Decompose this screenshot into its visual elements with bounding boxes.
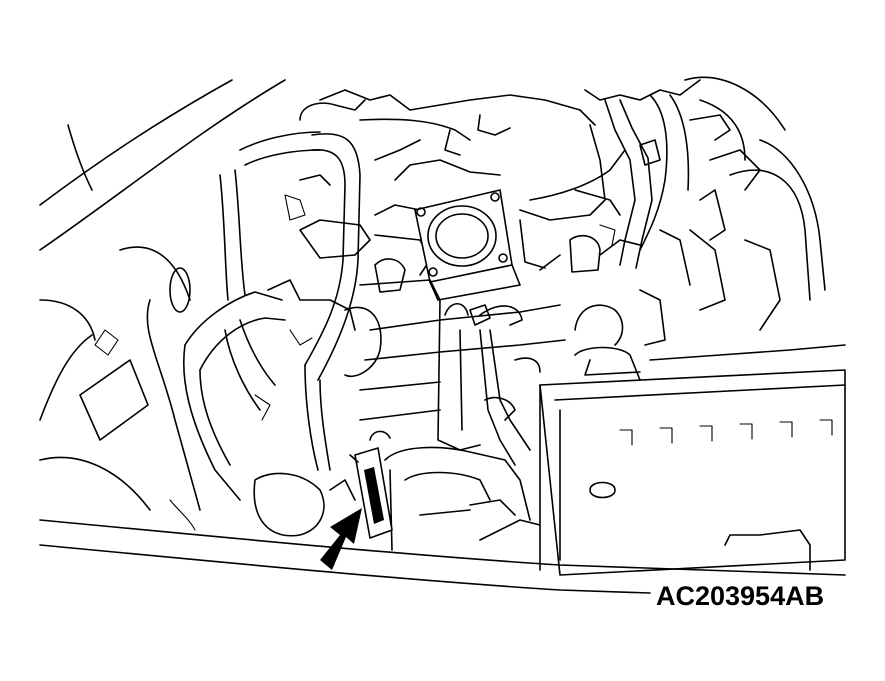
wiring-harness — [574, 76, 826, 346]
arrow-icon — [320, 508, 362, 570]
engine-block — [359, 219, 641, 466]
sensor-housing — [329, 430, 541, 551]
air-cleaner-box — [539, 344, 846, 576]
sensor-connector — [349, 447, 393, 539]
fender-lines — [39, 79, 286, 531]
front-bumper-lines — [39, 519, 846, 594]
throttle-body — [414, 189, 521, 301]
figure-code-label: AC203954AB — [656, 581, 825, 611]
coolant-hoses — [182, 131, 325, 537]
vacuum-lines — [254, 99, 382, 471]
